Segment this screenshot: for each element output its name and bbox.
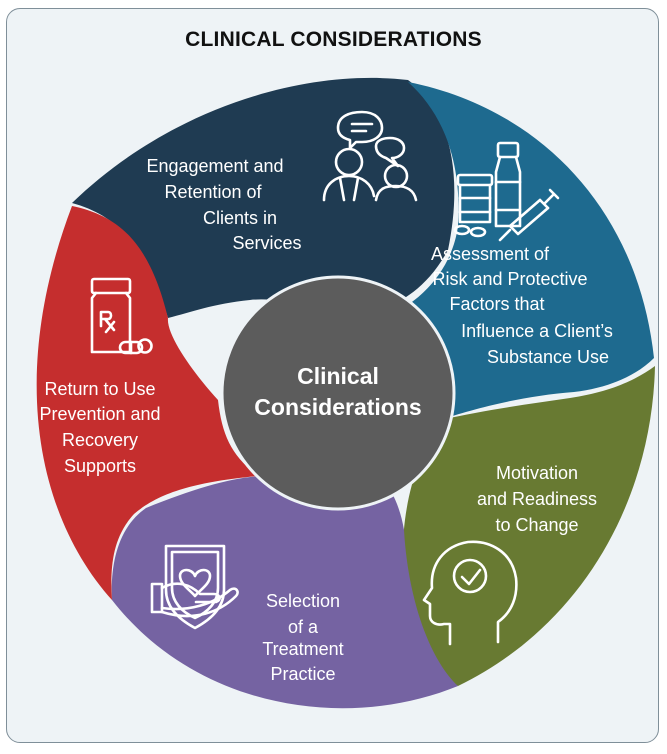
segment-label-line: Clients in xyxy=(203,208,277,228)
segment-label-line: Practice xyxy=(270,664,335,684)
shield-heart-hand-icon xyxy=(150,544,239,630)
segment-label-line: Motivation xyxy=(496,463,578,483)
segment-label-line: Influence a Client’s xyxy=(461,321,613,341)
segment-label-line: Prevention and xyxy=(39,404,160,424)
segment-label-line: Engagement and xyxy=(146,156,283,176)
segment-motivation xyxy=(402,366,655,686)
segment-label-line: Treatment xyxy=(262,639,343,659)
medicine-bottles-syringe-icon xyxy=(453,141,560,242)
label-assessment: Assessment of Risk and ProtectiveFactors … xyxy=(431,244,613,367)
segment-selection xyxy=(111,458,459,709)
segment-label-line: Services xyxy=(232,233,301,253)
segment-label-line: Factors that xyxy=(449,294,544,314)
diagram-title: CLINICAL CONSIDERATIONS xyxy=(185,28,482,51)
head-checkmark-icon xyxy=(422,540,518,646)
label-motivation: Motivation and Readiness to Change xyxy=(477,463,597,535)
prescription-bottle-icon xyxy=(90,277,153,355)
segment-label-line: Risk and Protective xyxy=(432,269,587,289)
segment-label-line: Return to Use xyxy=(44,379,155,399)
segment-label-line: to Change xyxy=(495,515,578,535)
segment-label-line: Recovery xyxy=(62,430,138,450)
center-label-line1: Clinical xyxy=(297,363,379,389)
segment-label-line: and Readiness xyxy=(477,489,597,509)
segment-label-line: Assessment of xyxy=(431,244,550,264)
segment-assessment xyxy=(374,82,654,420)
segment-label-line: Retention of xyxy=(164,182,262,202)
center-label-line2: Considerations xyxy=(254,394,421,420)
segment-engagement xyxy=(72,77,455,322)
center-circle xyxy=(220,275,456,511)
segment-label-line: of a xyxy=(288,617,319,637)
segment-label-line: Supports xyxy=(64,456,136,476)
people-conversation-icon xyxy=(322,110,418,202)
segment-label-line: Substance Use xyxy=(487,347,609,367)
segment-label-line: Selection xyxy=(266,591,340,611)
